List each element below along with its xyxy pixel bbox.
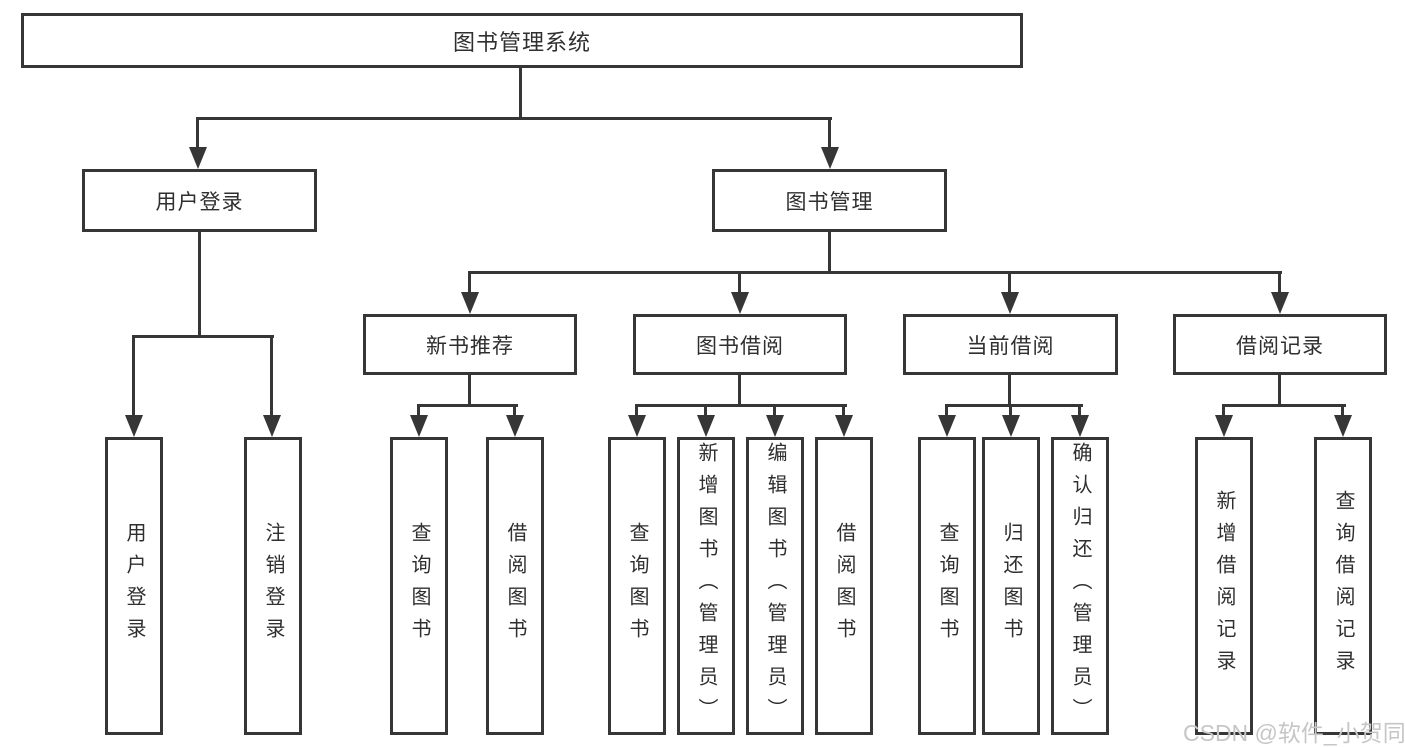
connector-line xyxy=(468,273,471,293)
connector-line xyxy=(132,337,135,416)
leaf-add-borrow-record: 新增借阅记录 xyxy=(1195,437,1253,735)
leaf-search-books-recommend: 查询图书 xyxy=(390,437,448,735)
node-book-management: 图书管理 xyxy=(712,169,947,232)
connector-line xyxy=(945,404,1083,407)
node-label: 图书管理 xyxy=(785,190,874,214)
node-label: 新书推荐 xyxy=(426,334,514,358)
node-label: 用户登录 xyxy=(155,190,244,214)
connector-line xyxy=(1278,273,1281,293)
leaf-search-books-borrow: 查询图书 xyxy=(608,437,666,735)
node-label: 查询图书 xyxy=(408,522,430,650)
leaf-search-books-current: 查询图书 xyxy=(918,437,976,735)
arrow-down-icon xyxy=(1002,415,1020,437)
leaf-search-borrow-record: 查询借阅记录 xyxy=(1314,437,1372,735)
node-label: 借阅记录 xyxy=(1236,334,1324,358)
node-label: 编辑图书（管理员） xyxy=(764,442,786,730)
node-label: 查询图书 xyxy=(626,522,648,650)
connector-line xyxy=(468,271,1282,274)
leaf-logout-login: 注销登录 xyxy=(244,437,302,735)
arrow-down-icon xyxy=(1215,415,1233,437)
leaf-add-books-admin: 新增图书（管理员） xyxy=(677,437,735,735)
node-label: 归还图书 xyxy=(1000,522,1022,650)
node-user-login: 用户登录 xyxy=(82,169,317,232)
connector-line xyxy=(1009,406,1012,417)
arrow-down-icon xyxy=(731,292,749,314)
arrow-down-icon xyxy=(628,415,646,437)
node-label: 用户登录 xyxy=(123,522,145,650)
node-label: 当前借阅 xyxy=(966,334,1055,358)
node-label: 借阅图书 xyxy=(504,522,526,650)
connector-line xyxy=(828,232,831,273)
arrow-down-icon xyxy=(125,415,143,437)
arrow-down-icon xyxy=(1001,292,1019,314)
node-label: 查询图书 xyxy=(936,522,958,650)
leaf-confirm-return-admin: 确认归还（管理员） xyxy=(1051,437,1109,735)
connector-line xyxy=(1278,375,1281,407)
leaf-user-login: 用户登录 xyxy=(105,437,163,735)
arrow-down-icon xyxy=(189,147,207,169)
arrow-down-icon xyxy=(821,147,839,169)
node-current-borrowing: 当前借阅 xyxy=(903,314,1118,375)
connector-line xyxy=(132,335,274,338)
leaf-edit-books-admin: 编辑图书（管理员） xyxy=(746,437,804,735)
arrow-down-icon xyxy=(263,415,281,437)
connector-line xyxy=(738,375,741,407)
csdn-watermark: CSDN @软件_小贺同学 xyxy=(1183,720,1405,746)
connector-line xyxy=(842,406,845,417)
connector-line xyxy=(945,406,948,417)
arrow-down-icon xyxy=(697,415,715,437)
connector-line xyxy=(417,406,420,417)
node-label: 图书管理系统 xyxy=(452,29,591,55)
node-label: 借阅图书 xyxy=(833,522,855,650)
connector-line xyxy=(198,232,201,338)
arrow-down-icon xyxy=(1071,415,1089,437)
connector-line xyxy=(196,119,199,149)
node-label: 图书借阅 xyxy=(696,334,784,358)
connector-line xyxy=(519,68,522,118)
connector-line xyxy=(196,117,832,120)
connector-line xyxy=(417,404,518,407)
arrow-down-icon xyxy=(1334,415,1352,437)
connector-line xyxy=(1078,406,1081,417)
node-label: 注销登录 xyxy=(262,522,284,650)
connector-line xyxy=(270,337,273,416)
connector-line xyxy=(1222,404,1346,407)
arrow-down-icon xyxy=(938,415,956,437)
connector-line xyxy=(704,406,707,417)
leaf-borrow-books: 借阅图书 xyxy=(815,437,873,735)
connector-line xyxy=(773,406,776,417)
arrow-down-icon xyxy=(506,415,524,437)
connector-line xyxy=(828,119,831,149)
arrow-down-icon xyxy=(766,415,784,437)
connector-line xyxy=(513,406,516,417)
connector-line xyxy=(1008,273,1011,293)
leaf-borrow-books-recommend: 借阅图书 xyxy=(486,437,544,735)
node-library-management-system: 图书管理系统 xyxy=(21,13,1023,68)
connector-line xyxy=(1341,406,1344,417)
leaf-return-books: 归还图书 xyxy=(982,437,1040,735)
connector-line xyxy=(1008,375,1011,407)
connector-line xyxy=(468,375,471,407)
connector-line xyxy=(1222,406,1225,417)
node-label: 新增借阅记录 xyxy=(1213,490,1235,682)
node-new-book-recommendation: 新书推荐 xyxy=(363,314,577,375)
node-label: 新增图书（管理员） xyxy=(695,442,717,730)
arrow-down-icon xyxy=(410,415,428,437)
connector-line xyxy=(635,404,847,407)
connector-line xyxy=(738,273,741,293)
node-borrowing-records: 借阅记录 xyxy=(1173,314,1387,375)
node-book-borrowing: 图书借阅 xyxy=(633,314,847,375)
arrow-down-icon xyxy=(835,415,853,437)
arrow-down-icon xyxy=(461,292,479,314)
node-label: 查询借阅记录 xyxy=(1332,490,1354,682)
connector-line xyxy=(635,406,638,417)
node-label: 确认归还（管理员） xyxy=(1069,442,1091,730)
arrow-down-icon xyxy=(1271,292,1289,314)
